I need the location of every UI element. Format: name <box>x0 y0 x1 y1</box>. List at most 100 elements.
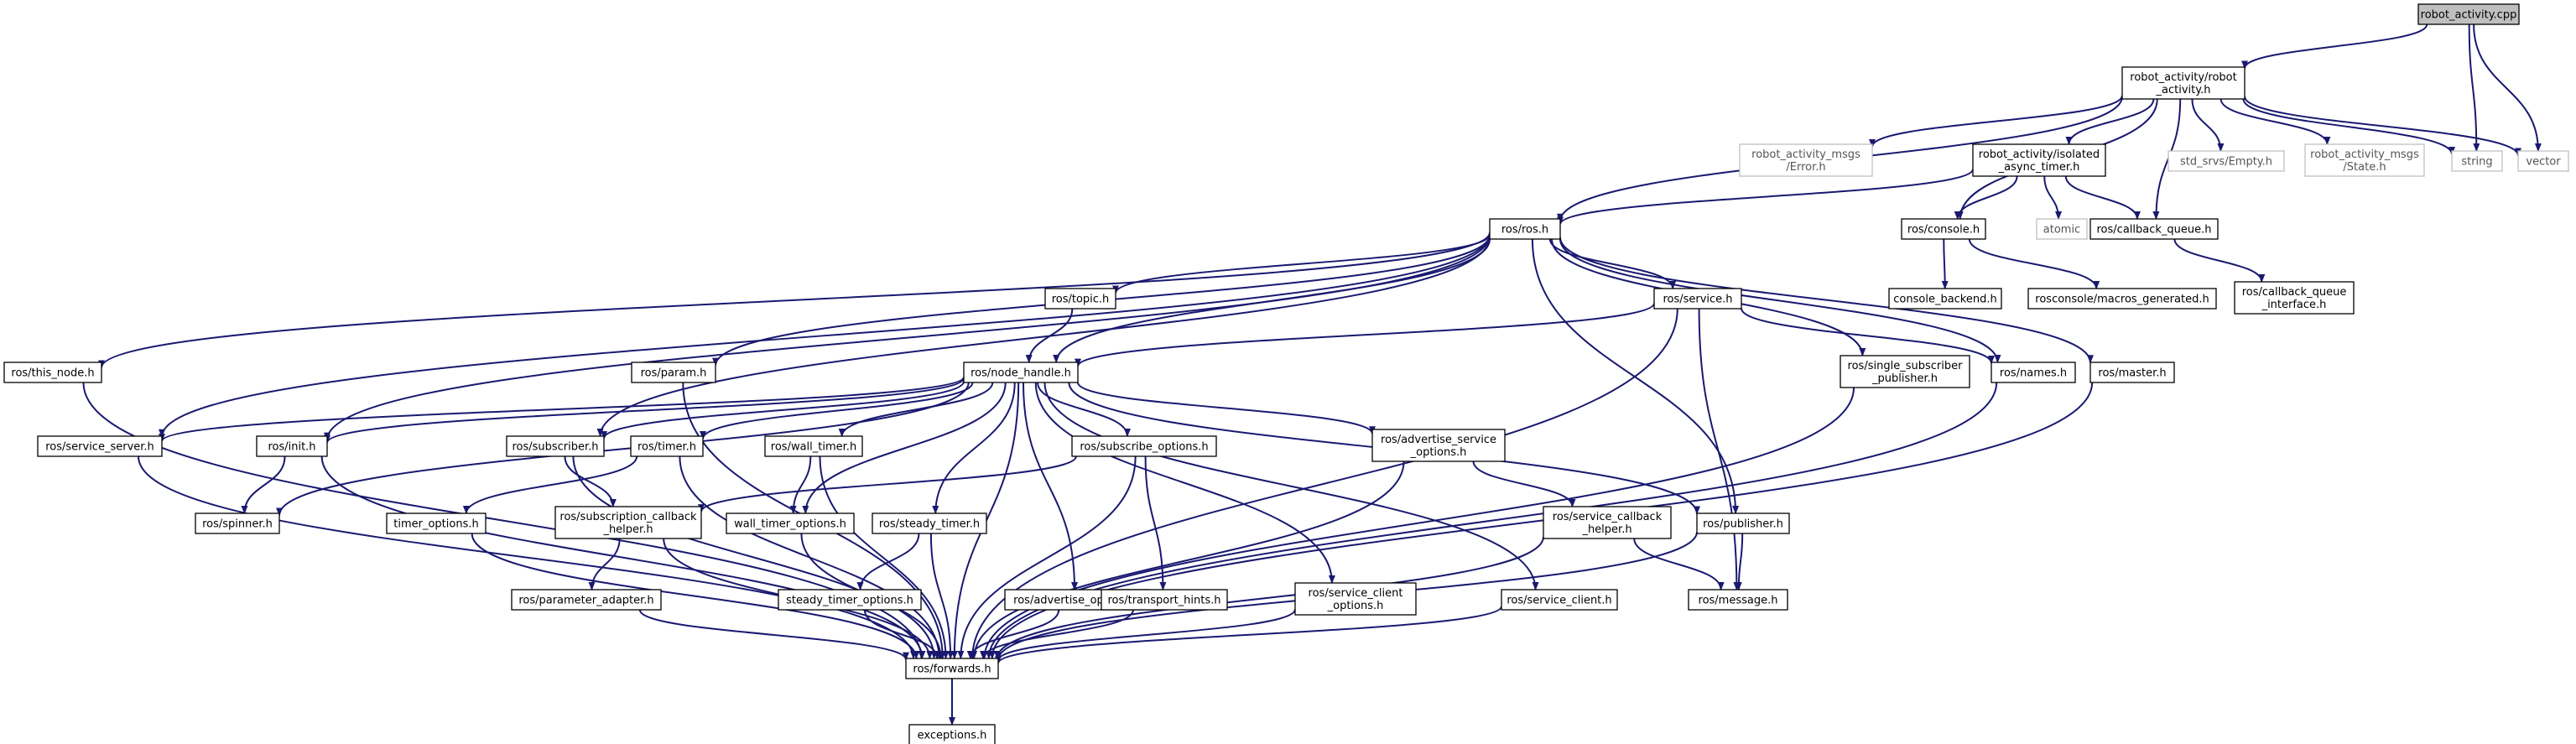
node-padapter[interactable]: ros/parameter_adapter.h <box>511 589 662 611</box>
node-walltimer[interactable]: ros/wall_timer.h <box>764 435 863 457</box>
edge-nh-to-advopts <box>1022 382 1079 591</box>
edge-service-to-nh <box>1075 303 1655 367</box>
edge-publisher-to-message <box>1735 533 1744 591</box>
node-ssp[interactable]: ros/single_subscriber_publisher.h <box>1840 355 1970 388</box>
edge-subcb-to-padapter <box>588 538 621 591</box>
edge-padapter-to-forwards <box>638 609 909 661</box>
node-label: _helper.h <box>1581 523 1631 536</box>
edge-iso-to-atomic <box>2043 175 2063 220</box>
node-box <box>631 362 716 383</box>
edge-nh-to-init <box>324 377 965 444</box>
node-label: ros/publisher.h <box>1703 518 1783 531</box>
node-label: robot_activity_msgs <box>2310 148 2419 161</box>
node-label: ros/wall_timer.h <box>771 441 856 454</box>
node-exceptions[interactable]: exceptions.h <box>908 724 996 744</box>
node-box <box>2089 218 2219 240</box>
node-box <box>1543 506 1672 539</box>
node-thisnode[interactable]: ros/this_node.h <box>3 362 102 383</box>
node-label: ros/topic.h <box>1052 294 1110 306</box>
node-box <box>726 512 855 534</box>
node-string[interactable]: string <box>2451 150 2503 172</box>
edge-cbq-to-cbqi <box>2173 238 2266 283</box>
edge-steadytimer-to-steadyopts <box>856 533 920 591</box>
node-timeropts[interactable]: timer_options.h <box>386 512 487 534</box>
node-steadytimer[interactable]: ros/steady_timer.h <box>872 512 987 534</box>
node-cpp[interactable]: robot_activity.cpp <box>2417 3 2520 25</box>
node-nh[interactable]: ros/node_handle.h <box>963 362 1079 383</box>
node-vector[interactable]: vector <box>2517 150 2569 172</box>
node-master[interactable]: ros/master.h <box>2089 362 2175 383</box>
node-timer[interactable]: ros/timer.h <box>630 435 704 457</box>
node-box <box>1991 362 2076 383</box>
node-box <box>1294 582 1417 616</box>
node-walltimeropts[interactable]: wall_timer_options.h <box>726 512 855 534</box>
edge-cpp-to-ra_h <box>2241 23 2428 70</box>
edge-timer-to-timeropts <box>462 455 638 514</box>
node-box <box>2167 150 2285 172</box>
edge-advsrvopts-to-forwards <box>971 460 1405 659</box>
node-box <box>2036 218 2088 240</box>
node-iso[interactable]: robot_activity/isolated_async_timer.h <box>1972 143 2106 177</box>
node-subopts[interactable]: ros/subscribe_options.h <box>1071 435 1217 457</box>
node-spinner[interactable]: ros/spinner.h <box>195 512 280 534</box>
node-srvserver[interactable]: ros/service_server.h <box>37 435 163 457</box>
node-box <box>1972 143 2106 177</box>
edge-console-to-macros <box>1968 238 2100 289</box>
node-message[interactable]: ros/message.h <box>1688 589 1788 611</box>
node-ra_h[interactable]: robot_activity/robot_activity.h <box>2121 66 2246 100</box>
node-layer: robot_activity.cpp robot_activity/robot_a… <box>3 3 2569 744</box>
node-cbqi[interactable]: ros/callback_queue_interface.h <box>2234 281 2355 315</box>
node-state[interactable]: robot_activity_msgs/State.h <box>2304 143 2425 177</box>
node-param[interactable]: ros/param.h <box>631 362 716 383</box>
edge-srvcb-to-message <box>1633 538 1725 591</box>
node-box <box>1901 218 1986 240</box>
edge-subopts-to-subcb <box>698 455 1077 513</box>
node-label: ros/spinner.h <box>202 518 273 531</box>
node-label: console_backend.h <box>1893 294 1996 306</box>
edge-srvclientopts-to-forwards <box>995 609 1296 662</box>
node-label: ros/timer.h <box>637 441 696 454</box>
node-label: ros/node_handle.h <box>971 367 1071 380</box>
node-thints[interactable]: ros/transport_hints.h <box>1101 589 1228 611</box>
node-box <box>37 435 163 457</box>
edge-nh-to-srvserver <box>159 376 965 443</box>
node-srvcb[interactable]: ros/service_callback_helper.h <box>1543 506 1672 539</box>
node-label: ros/param.h <box>641 367 707 380</box>
edge-srvserver-to-forwards <box>138 455 917 659</box>
edge-subscriber-to-subcb <box>564 455 617 507</box>
node-forwards[interactable]: ros/forwards.h <box>905 658 999 679</box>
node-label: ros/service_client <box>1309 587 1403 600</box>
node-label: std_srvs/Empty.h <box>2180 156 2272 169</box>
node-srvclient[interactable]: ros/service_client.h <box>1501 589 1618 611</box>
node-publisher[interactable]: ros/publisher.h <box>1696 512 1790 534</box>
node-subcb[interactable]: ros/subscription_callback_helper.h <box>554 506 702 539</box>
node-names[interactable]: ros/names.h <box>1991 362 2076 383</box>
node-box <box>963 362 1079 383</box>
node-ros[interactable]: ros/ros.h <box>1489 218 1561 240</box>
edge-ra_h-to-state <box>2220 98 2331 145</box>
edge-nh-to-subopts <box>1037 382 1131 437</box>
node-label: _interface.h <box>2261 299 2327 311</box>
node-subscriber[interactable]: ros/subscriber.h <box>506 435 605 457</box>
node-cbq[interactable]: ros/callback_queue.h <box>2089 218 2219 240</box>
node-cbackend[interactable]: console_backend.h <box>1888 288 2002 310</box>
node-srvclientopts[interactable]: ros/service_client_options.h <box>1294 582 1417 616</box>
node-label: string <box>2461 156 2492 169</box>
node-init[interactable]: ros/init.h <box>256 435 328 457</box>
node-service[interactable]: ros/service.h <box>1653 288 1742 310</box>
node-box <box>764 435 863 457</box>
node-steadyopts[interactable]: steady_timer_options.h <box>778 589 922 611</box>
node-macros[interactable]: rosconsole/macros_generated.h <box>2027 288 2217 310</box>
node-label: steady_timer_options.h <box>786 595 913 607</box>
node-label: ros/parameter_adapter.h <box>518 595 653 607</box>
node-atomic[interactable]: atomic <box>2036 218 2088 240</box>
node-topic[interactable]: ros/topic.h <box>1044 288 1116 310</box>
edge-iso-to-cbq <box>2064 175 2141 220</box>
node-empty[interactable]: std_srvs/Empty.h <box>2167 150 2285 172</box>
node-advsrvopts[interactable]: ros/advertise_service_options.h <box>1371 429 1506 462</box>
node-box <box>1688 589 1788 611</box>
node-err[interactable]: robot_activity_msgs/Error.h <box>1739 143 1873 177</box>
edge-nh-to-subscriber <box>601 381 965 440</box>
node-console[interactable]: ros/console.h <box>1901 218 1986 240</box>
node-label: ros/advertise_service <box>1381 434 1496 446</box>
